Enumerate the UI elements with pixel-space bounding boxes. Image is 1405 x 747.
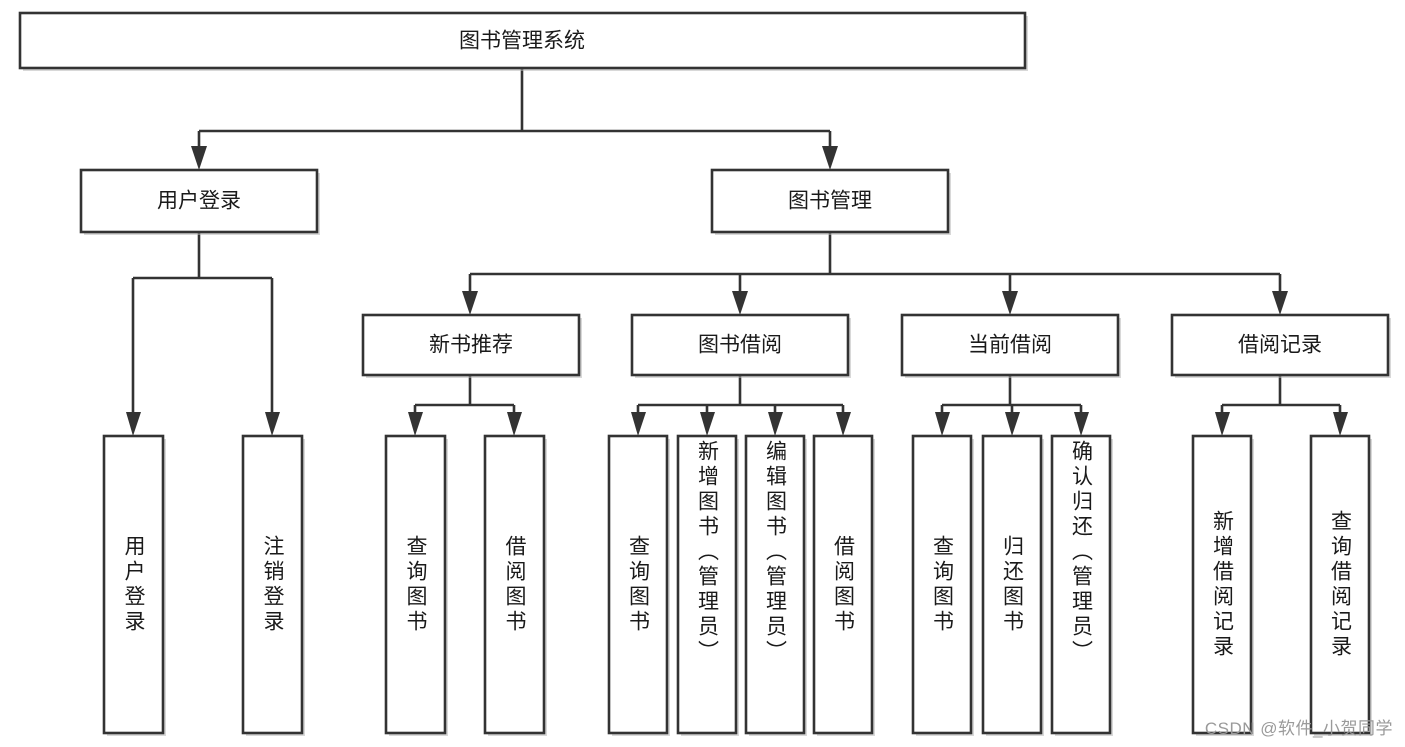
leaf-query-book-1-box bbox=[384, 434, 447, 735]
node-root-label: 图书管理系统 bbox=[459, 30, 585, 53]
leaf-node-layer bbox=[102, 434, 1372, 736]
leaf-user-login-box bbox=[102, 434, 165, 735]
leaf-node-add-borrow-record[interactable] bbox=[1191, 434, 1254, 736]
arrow-to-leaf-user-logout bbox=[265, 412, 280, 436]
arrow-to-leaf-query-borrow-record bbox=[1333, 412, 1348, 436]
arrow-to-book-borrow bbox=[732, 291, 748, 315]
node-borrow-record-label: 借阅记录 bbox=[1238, 334, 1322, 357]
node-book-borrow-box bbox=[630, 313, 850, 377]
node-book-manage-box bbox=[710, 168, 950, 234]
node-current-borrow-label: 当前借阅 bbox=[968, 334, 1052, 357]
node-borrow-record[interactable]: 借阅记录 bbox=[1170, 313, 1391, 378]
node-book-manage-label: 图书管理 bbox=[788, 190, 872, 213]
node-current-borrow-box bbox=[900, 313, 1120, 377]
arrow-to-user-login bbox=[191, 146, 207, 170]
node-new-book-recommend[interactable]: 新书推荐 bbox=[361, 313, 582, 378]
arrow-to-borrow-record bbox=[1272, 291, 1288, 315]
node-layer: 图书管理系统 用户登录 图书管理 新书推荐 bbox=[18, 11, 1391, 736]
leaf-node-borrow-book-1[interactable] bbox=[483, 434, 547, 736]
leaf-node-query-book-1[interactable] bbox=[384, 434, 448, 736]
leaf-query-borrow-record-box bbox=[1309, 434, 1371, 735]
node-root[interactable]: 图书管理系统 bbox=[18, 11, 1028, 71]
arrow-to-book-manage bbox=[822, 146, 838, 170]
connector-layer bbox=[126, 68, 1348, 436]
connector-user-login-to-leaves bbox=[131, 232, 274, 422]
arrow-to-leaf-edit-book bbox=[768, 412, 783, 436]
connector-book-manage-to-level3 bbox=[468, 232, 1282, 300]
arrow-to-leaf-user-login bbox=[126, 412, 141, 436]
leaf-confirm-return-box bbox=[1050, 434, 1112, 735]
leaf-node-edit-book[interactable] bbox=[744, 434, 807, 736]
leaf-node-confirm-return[interactable] bbox=[1050, 434, 1113, 736]
leaf-query-book-3-box bbox=[911, 434, 973, 735]
connector-borrow-record-to-leaves bbox=[1220, 375, 1342, 422]
leaf-query-book-2-box bbox=[607, 434, 669, 735]
node-new-book-recommend-box bbox=[361, 313, 581, 377]
csdn-watermark: CSDN @软件_小贺同学 bbox=[1204, 719, 1393, 738]
node-user-login-label: 用户登录 bbox=[157, 190, 241, 213]
leaf-node-add-book[interactable] bbox=[676, 434, 739, 736]
leaf-user-logout-box bbox=[241, 434, 304, 735]
leaf-node-query-book-3[interactable] bbox=[911, 434, 974, 736]
node-root-box bbox=[18, 11, 1027, 70]
node-book-borrow-label: 图书借阅 bbox=[698, 334, 782, 357]
node-user-login-box bbox=[79, 168, 319, 234]
leaf-add-borrow-record-box bbox=[1191, 434, 1253, 735]
node-borrow-record-box bbox=[1170, 313, 1390, 377]
node-new-book-recommend-label: 新书推荐 bbox=[429, 334, 513, 357]
leaf-borrow-book-1-box bbox=[483, 434, 546, 735]
connector-new-book-recommend-to-leaves bbox=[413, 375, 516, 422]
leaf-return-book-box bbox=[981, 434, 1043, 735]
arrow-to-current-borrow bbox=[1002, 291, 1018, 315]
arrow-to-leaf-query-book-2 bbox=[631, 412, 646, 436]
leaf-node-user-logout[interactable] bbox=[241, 434, 305, 736]
leaf-borrow-book-2-box bbox=[812, 434, 874, 735]
node-user-login[interactable]: 用户登录 bbox=[79, 168, 320, 235]
leaf-edit-book-box bbox=[744, 434, 806, 735]
leaf-node-query-book-2[interactable] bbox=[607, 434, 670, 736]
arrow-to-leaf-add-book bbox=[700, 412, 715, 436]
leaf-node-query-borrow-record[interactable] bbox=[1309, 434, 1372, 736]
arrow-to-leaf-borrow-book-2 bbox=[836, 412, 851, 436]
leaf-node-user-login[interactable] bbox=[102, 434, 166, 736]
node-book-manage[interactable]: 图书管理 bbox=[710, 168, 951, 235]
arrow-to-leaf-query-book-3 bbox=[935, 412, 950, 436]
arrow-to-leaf-confirm-return bbox=[1074, 412, 1089, 436]
arrow-to-leaf-query-book-1 bbox=[408, 412, 423, 436]
node-book-borrow[interactable]: 图书借阅 bbox=[630, 313, 851, 378]
arrow-to-leaf-add-borrow-record bbox=[1215, 412, 1230, 436]
connector-book-borrow-to-leaves bbox=[636, 375, 845, 422]
leaf-node-borrow-book-2[interactable] bbox=[812, 434, 875, 736]
leaf-node-return-book[interactable] bbox=[981, 434, 1044, 736]
arrow-to-leaf-return-book bbox=[1005, 412, 1020, 436]
node-current-borrow[interactable]: 当前借阅 bbox=[900, 313, 1121, 378]
connector-root-to-level2 bbox=[197, 68, 832, 155]
leaf-add-book-box bbox=[676, 434, 738, 735]
arrow-to-leaf-borrow-book-1 bbox=[507, 412, 522, 436]
arrow-to-new-book-recommend bbox=[462, 291, 478, 315]
